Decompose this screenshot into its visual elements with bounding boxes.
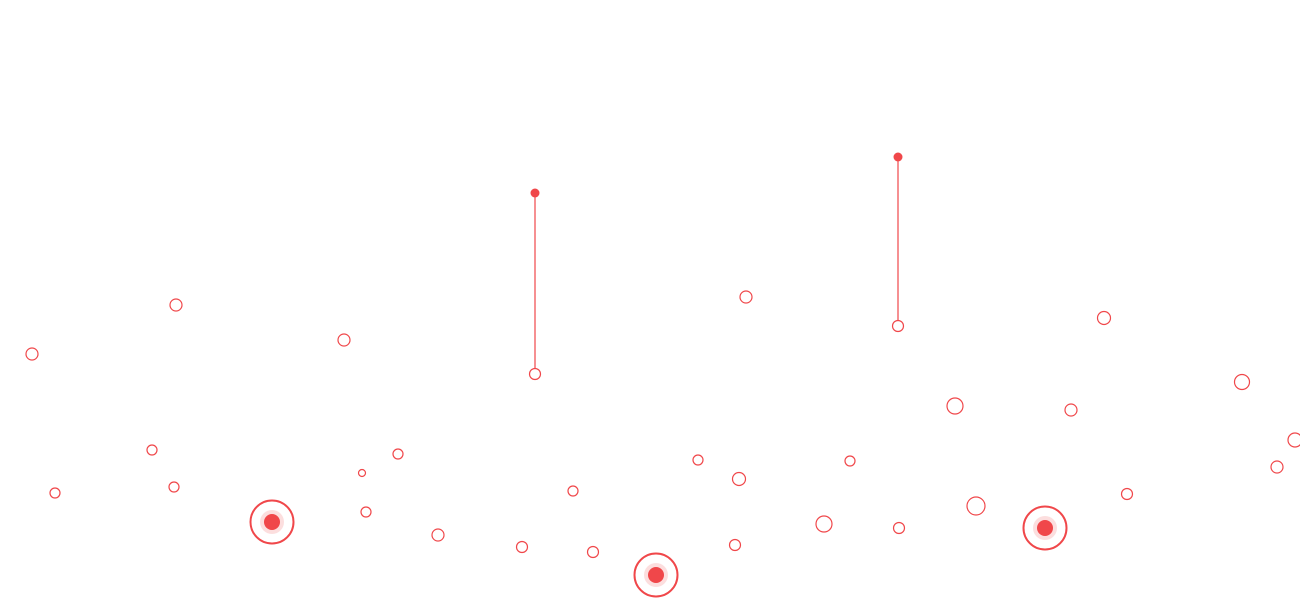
outline-circle bbox=[966, 496, 986, 516]
outline-circle bbox=[1064, 403, 1078, 417]
drop-line-top-dot bbox=[530, 188, 540, 198]
outline-circle bbox=[169, 298, 183, 312]
outline-circle bbox=[586, 545, 600, 559]
outline-circle bbox=[49, 487, 61, 499]
outline-circle bbox=[567, 485, 579, 497]
outline-circle bbox=[1287, 432, 1300, 448]
outline-circle bbox=[360, 506, 372, 518]
outline-circle bbox=[357, 468, 367, 478]
outline-circle bbox=[844, 455, 856, 467]
outline-circle bbox=[431, 528, 445, 542]
outline-circle bbox=[146, 444, 158, 456]
outline-circle bbox=[692, 454, 704, 466]
drop-line-top-dot bbox=[893, 152, 903, 162]
outline-circle bbox=[1233, 373, 1251, 391]
target-ring bbox=[249, 499, 295, 545]
outline-circle bbox=[892, 521, 906, 535]
drop-line-bottom-circle bbox=[528, 367, 542, 381]
target-ring bbox=[633, 552, 679, 598]
outline-circle bbox=[168, 481, 180, 493]
outline-circle bbox=[731, 471, 747, 487]
outline-circle bbox=[337, 333, 351, 347]
outline-circle bbox=[1096, 310, 1112, 326]
target-ring bbox=[1022, 505, 1068, 551]
outline-circle bbox=[515, 540, 529, 554]
outline-circle bbox=[25, 347, 39, 361]
outline-circle bbox=[946, 397, 964, 415]
outline-circle bbox=[392, 448, 404, 460]
target-dot bbox=[264, 514, 280, 530]
target-dot bbox=[648, 567, 664, 583]
outline-circle bbox=[739, 290, 753, 304]
outline-circle bbox=[815, 515, 833, 533]
outline-circle bbox=[1120, 487, 1134, 501]
target-dot bbox=[1037, 520, 1053, 536]
drop-line-bottom-circle bbox=[891, 319, 905, 333]
outline-circle bbox=[1270, 460, 1284, 474]
outline-circle bbox=[728, 538, 742, 552]
